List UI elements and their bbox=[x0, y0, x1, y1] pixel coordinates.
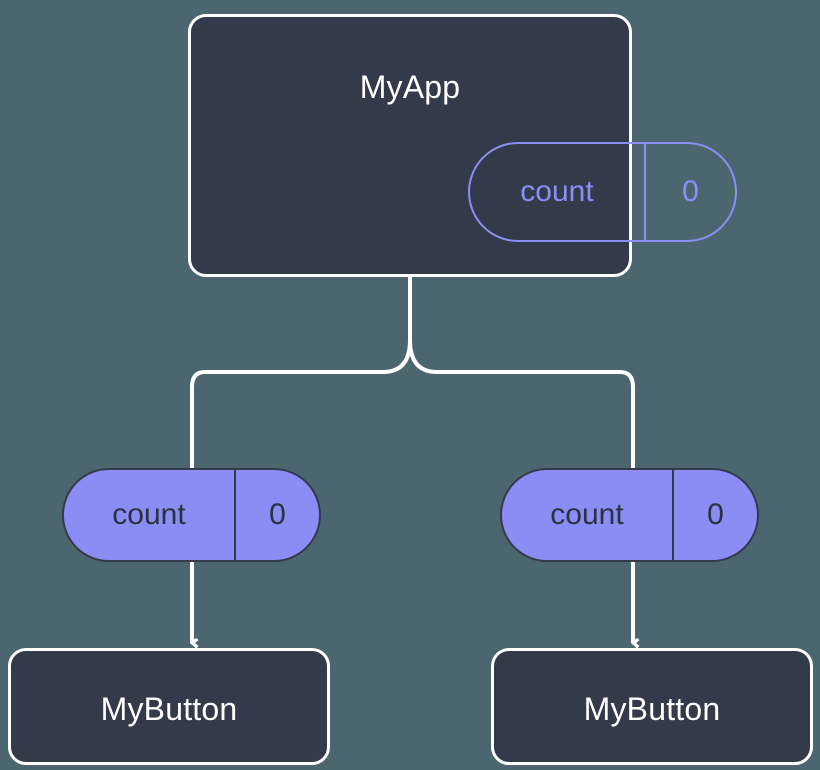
props-pill-name: count bbox=[64, 470, 236, 560]
state-pill-value: 0 bbox=[682, 175, 699, 208]
component-label-mybutton: MyButton bbox=[583, 691, 721, 727]
state-pill-count[interactable]: count 0 bbox=[468, 142, 737, 242]
component-node-myapp[interactable]: MyApp count 0 bbox=[188, 14, 737, 277]
component-label-myapp: MyApp bbox=[359, 69, 461, 105]
connector-branch-right bbox=[408, 339, 635, 470]
props-pill-name: count bbox=[502, 470, 674, 560]
props-pill-count-right[interactable]: count 0 bbox=[500, 468, 759, 562]
state-pill-name: count bbox=[470, 144, 646, 240]
component-label-mybutton: MyButton bbox=[100, 691, 238, 727]
props-pill-count-left[interactable]: count 0 bbox=[62, 468, 321, 562]
props-pill-value: 0 bbox=[269, 498, 286, 531]
connector-branch-left bbox=[190, 339, 412, 470]
props-pill-value: 0 bbox=[707, 498, 724, 531]
component-node-mybutton-left[interactable]: MyButton bbox=[8, 648, 330, 765]
component-node-mybutton-right[interactable]: MyButton bbox=[491, 648, 813, 765]
